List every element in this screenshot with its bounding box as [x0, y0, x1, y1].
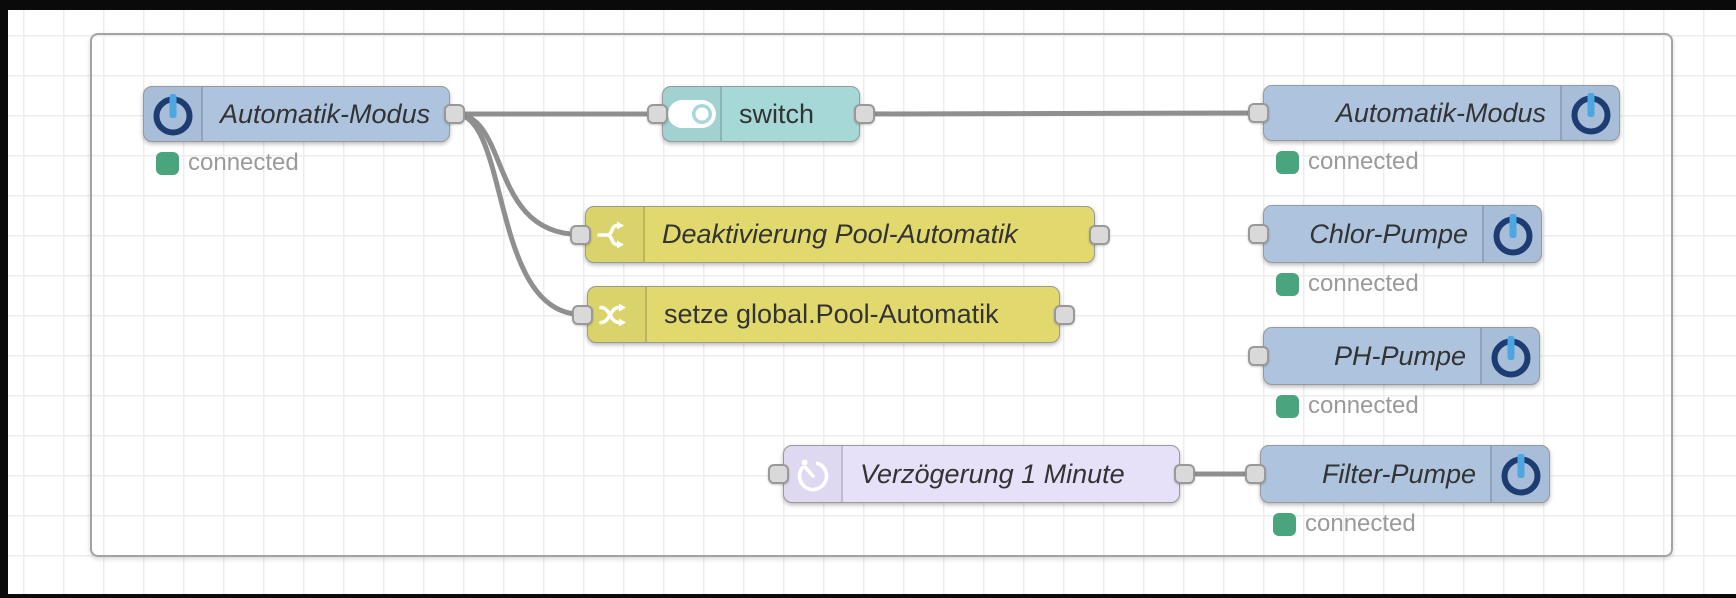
node-chlor-pumpe[interactable]: Chlor-Pumpe [1248, 205, 1542, 263]
node-icon-box [144, 87, 203, 141]
node-label: switch [739, 98, 815, 129]
port-in-automatik-modus-out[interactable] [1248, 103, 1269, 123]
node-status-filter-pumpe: connected [1273, 512, 1416, 536]
wire-switch-toggle-to-automatik-modus-out[interactable] [862, 110, 1261, 117]
node-verzoegerung-1-minute[interactable]: Verzögerung 1 Minute [768, 445, 1195, 503]
status-dot-icon [1276, 394, 1299, 418]
port-in-deaktivierung-pool-automatik[interactable] [570, 224, 591, 245]
status-dot-icon [156, 151, 179, 175]
node-icon-box [1482, 206, 1541, 262]
power-icon [1493, 214, 1532, 256]
port-in-verzoegerung-1-minute[interactable] [768, 464, 789, 484]
node-ph-pumpe[interactable]: PH-Pumpe [1248, 327, 1540, 385]
port-in-switch-toggle[interactable] [647, 104, 668, 124]
status-dot-icon [1276, 150, 1299, 174]
status-dot-icon [1273, 512, 1296, 536]
wire-automatik-modus-in-to-setze-global-pool-automatik[interactable] [452, 111, 585, 317]
status-text: connected [1305, 510, 1416, 537]
window-frame-top [0, 0, 1736, 10]
status-text: connected [1308, 270, 1419, 297]
port-out-switch-toggle[interactable] [854, 104, 875, 124]
port-in-filter-pumpe[interactable] [1245, 464, 1266, 484]
node-filter-pumpe[interactable]: Filter-Pumpe [1245, 445, 1550, 503]
window-frame-left [0, 0, 8, 598]
node-label: Automatik-Modus [220, 98, 431, 129]
node-icon-box [784, 446, 843, 502]
port-out-setze-global-pool-automatik[interactable] [1054, 304, 1075, 325]
timer-icon [797, 459, 828, 492]
window-frame-bottom [0, 594, 1736, 598]
power-icon [1491, 336, 1530, 378]
node-label: PH-Pumpe [1333, 340, 1466, 371]
node-deaktivierung-pool-automatik[interactable]: Deaktivierung Pool-Automatik [570, 206, 1110, 263]
node-icon-box [663, 87, 722, 141]
node-label: Deaktivierung Pool-Automatik [662, 219, 1018, 249]
node-icon-box [1560, 86, 1619, 140]
power-icon [1571, 93, 1610, 135]
node-icon-box [1490, 446, 1549, 502]
port-out-verzoegerung-1-minute[interactable] [1174, 464, 1195, 484]
power-icon [153, 94, 192, 136]
node-label: Verzögerung 1 Minute [860, 458, 1125, 489]
node-setze-global-pool-automatik[interactable]: setze global.Pool-Automatik [572, 286, 1075, 343]
node-automatik-modus-in[interactable]: Automatik-Modus [143, 86, 465, 142]
node-icon-box [588, 287, 647, 342]
status-text: connected [188, 149, 299, 176]
status-text: connected [1308, 392, 1419, 419]
port-in-chlor-pumpe[interactable] [1248, 224, 1269, 244]
flow-group-outline[interactable] [90, 33, 1673, 557]
port-out-deaktivierung-pool-automatik[interactable] [1089, 224, 1110, 245]
node-icon-box [1480, 328, 1539, 384]
node-label: setze global.Pool-Automatik [664, 299, 999, 329]
toggle-on-icon [667, 100, 716, 128]
port-out-automatik-modus-in[interactable] [444, 104, 465, 124]
node-label: Chlor-Pumpe [1309, 218, 1468, 249]
switch-branch-icon [596, 221, 624, 248]
node-status-ph-pumpe: connected [1276, 394, 1419, 418]
power-icon [1501, 454, 1540, 496]
node-status-automatik-modus-out: connected [1276, 150, 1419, 174]
node-label: Filter-Pumpe [1321, 458, 1476, 489]
shuffle-icon [598, 303, 626, 326]
node-label: Automatik-Modus [1335, 97, 1546, 128]
node-switch-toggle[interactable]: switch [647, 86, 875, 142]
port-in-setze-global-pool-automatik[interactable] [572, 304, 593, 325]
port-in-ph-pumpe[interactable] [1248, 346, 1269, 366]
node-status-chlor-pumpe: connected [1276, 272, 1419, 296]
status-dot-icon [1276, 272, 1299, 296]
status-text: connected [1308, 148, 1419, 175]
node-icon-box [586, 207, 645, 262]
node-status-automatik-modus-in: connected [156, 151, 299, 175]
wire-automatik-modus-in-to-deaktivierung-pool-automatik[interactable] [452, 111, 583, 237]
node-automatik-modus-out[interactable]: Automatik-Modus [1248, 85, 1620, 141]
